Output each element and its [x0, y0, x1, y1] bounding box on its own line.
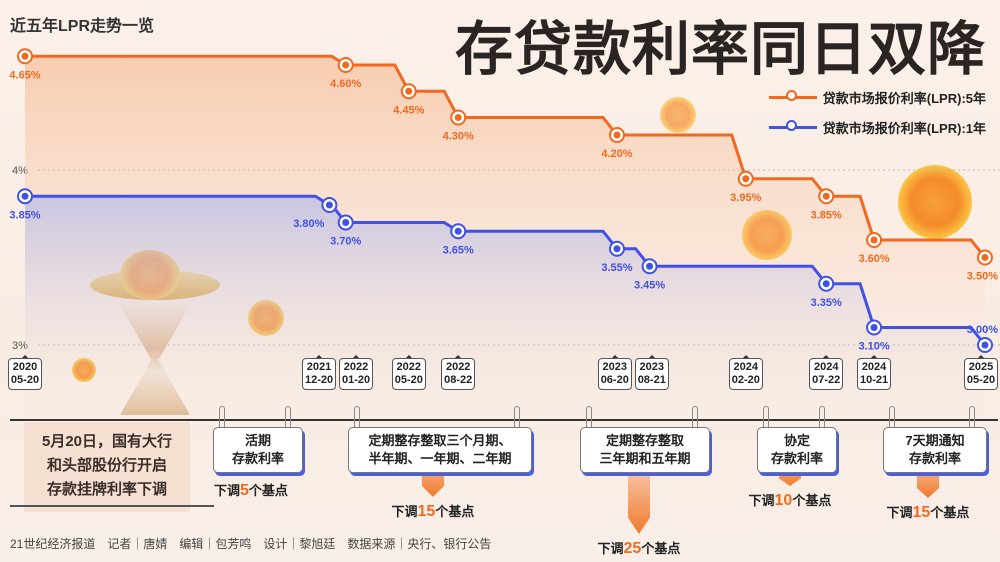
data-point-dot — [870, 236, 878, 244]
data-point-dot — [981, 341, 989, 349]
data-label: 3.70% — [330, 236, 361, 248]
card-line: 定期整存整取三个月期、 — [368, 433, 512, 448]
data-label: 3.95% — [730, 192, 761, 204]
data-label: 3.35% — [811, 297, 842, 309]
card-line: 7天期通知 — [905, 433, 965, 448]
card-line: 存款利率 — [770, 451, 823, 466]
data-point-dot — [454, 114, 462, 121]
card-line: 半年期、一年期、二年期 — [368, 451, 512, 466]
card-line: 存款利率 — [908, 451, 961, 466]
coin-decoration — [660, 97, 696, 133]
data-label: 4.30% — [443, 131, 474, 143]
data-label: 3.60% — [858, 253, 889, 265]
data-label: 3.55% — [601, 262, 632, 274]
data-label: 3.10% — [858, 341, 889, 353]
data-point-dot — [613, 245, 621, 253]
deposit-rate-card: 7天期通知存款利率 — [883, 427, 987, 473]
data-point-dot — [742, 175, 750, 183]
data-point-dot — [21, 192, 29, 200]
data-label: 4.65% — [9, 69, 40, 81]
data-label: 3.00% — [967, 324, 998, 336]
deposit-rate-card: 活期存款利率 — [213, 427, 303, 473]
note-line: 存款挂牌利率下调 — [46, 481, 167, 498]
deposit-note: 5月20日，国有大行 和头部股份行开启 存款挂牌利率下调 — [24, 422, 190, 512]
cut-label: 下调25个基点 — [597, 540, 681, 557]
timeline-baseline — [10, 419, 998, 421]
data-label: 3.80% — [293, 218, 324, 230]
legend-item-5y: 贷款市场报价利率(LPR):5年 — [768, 88, 986, 107]
legend-label: 贷款市场报价利率(LPR):5年 — [822, 91, 986, 106]
deposit-rate-card: 定期整存整取三年期和五年期 — [580, 427, 710, 473]
note-line: 5月20日，国有大行 — [41, 433, 173, 450]
cut-label: 下调5个基点 — [214, 482, 288, 499]
deposit-rate-card: 定期整存整取三个月期、半年期、一年期、二年期 — [348, 427, 532, 473]
cut-label: 下调15个基点 — [886, 504, 970, 521]
data-point-dot — [325, 201, 333, 209]
data-point-dot — [870, 324, 878, 331]
chart-title: 存贷款利率同日双降 — [454, 15, 986, 83]
divider — [10, 505, 214, 507]
legend-label: 贷款市场报价利率(LPR):1年 — [822, 121, 986, 136]
card-line: 活期 — [244, 433, 271, 448]
lpr-line-chart: 4% 3% 4.65% 4.60% 4.45% 4.30% 4.20% 3.95% 3.85% 3… — [9, 48, 1000, 420]
data-point-dot — [822, 192, 830, 200]
card-line: 定期整存整取 — [605, 433, 684, 448]
data-point-dot — [342, 61, 350, 69]
data-point-dot — [822, 280, 830, 288]
data-label: 3.85% — [811, 209, 842, 221]
deposit-rate-card: 协定存款利率 — [757, 427, 837, 473]
legend-item-1y: 贷款市场报价利率(LPR):1年 — [768, 118, 986, 137]
data-point-dot — [342, 219, 350, 226]
card-line: 存款利率 — [231, 451, 284, 466]
card-line: 协定 — [783, 433, 810, 448]
credits-footer: 21世纪经济报道 记者｜唐婧 编辑｜包芳鸣 设计｜黎旭廷 数据来源｜央行、银行公… — [10, 537, 492, 551]
data-label: 4.20% — [601, 148, 632, 160]
data-point-dot — [21, 52, 29, 60]
cut-label: 下调10个基点 — [748, 492, 832, 509]
data-label: 3.65% — [443, 244, 474, 256]
data-point-dot — [646, 262, 654, 270]
cut-label: 下调15个基点 — [391, 503, 475, 520]
y-tick-label: 4% — [12, 165, 28, 177]
data-point-dot — [405, 87, 413, 95]
chart-subtitle: 近五年LPR走势一览 — [10, 18, 155, 35]
data-label: 4.60% — [330, 78, 361, 90]
coin-decoration — [898, 165, 972, 239]
data-label: 3.85% — [9, 209, 40, 221]
note-line: 和头部股份行开启 — [46, 457, 167, 474]
legend-blue-marker-icon — [768, 120, 817, 131]
data-label: 4.45% — [393, 104, 424, 116]
data-point-dot — [454, 227, 462, 235]
legend-orange-marker-icon — [768, 90, 817, 101]
data-label: 3.50% — [967, 271, 998, 283]
data-point-dot — [981, 254, 989, 261]
data-label: 3.45% — [634, 279, 665, 291]
card-line: 三年期和五年期 — [599, 451, 691, 466]
data-point-dot — [613, 131, 621, 139]
y-tick-label: 3% — [12, 340, 28, 352]
